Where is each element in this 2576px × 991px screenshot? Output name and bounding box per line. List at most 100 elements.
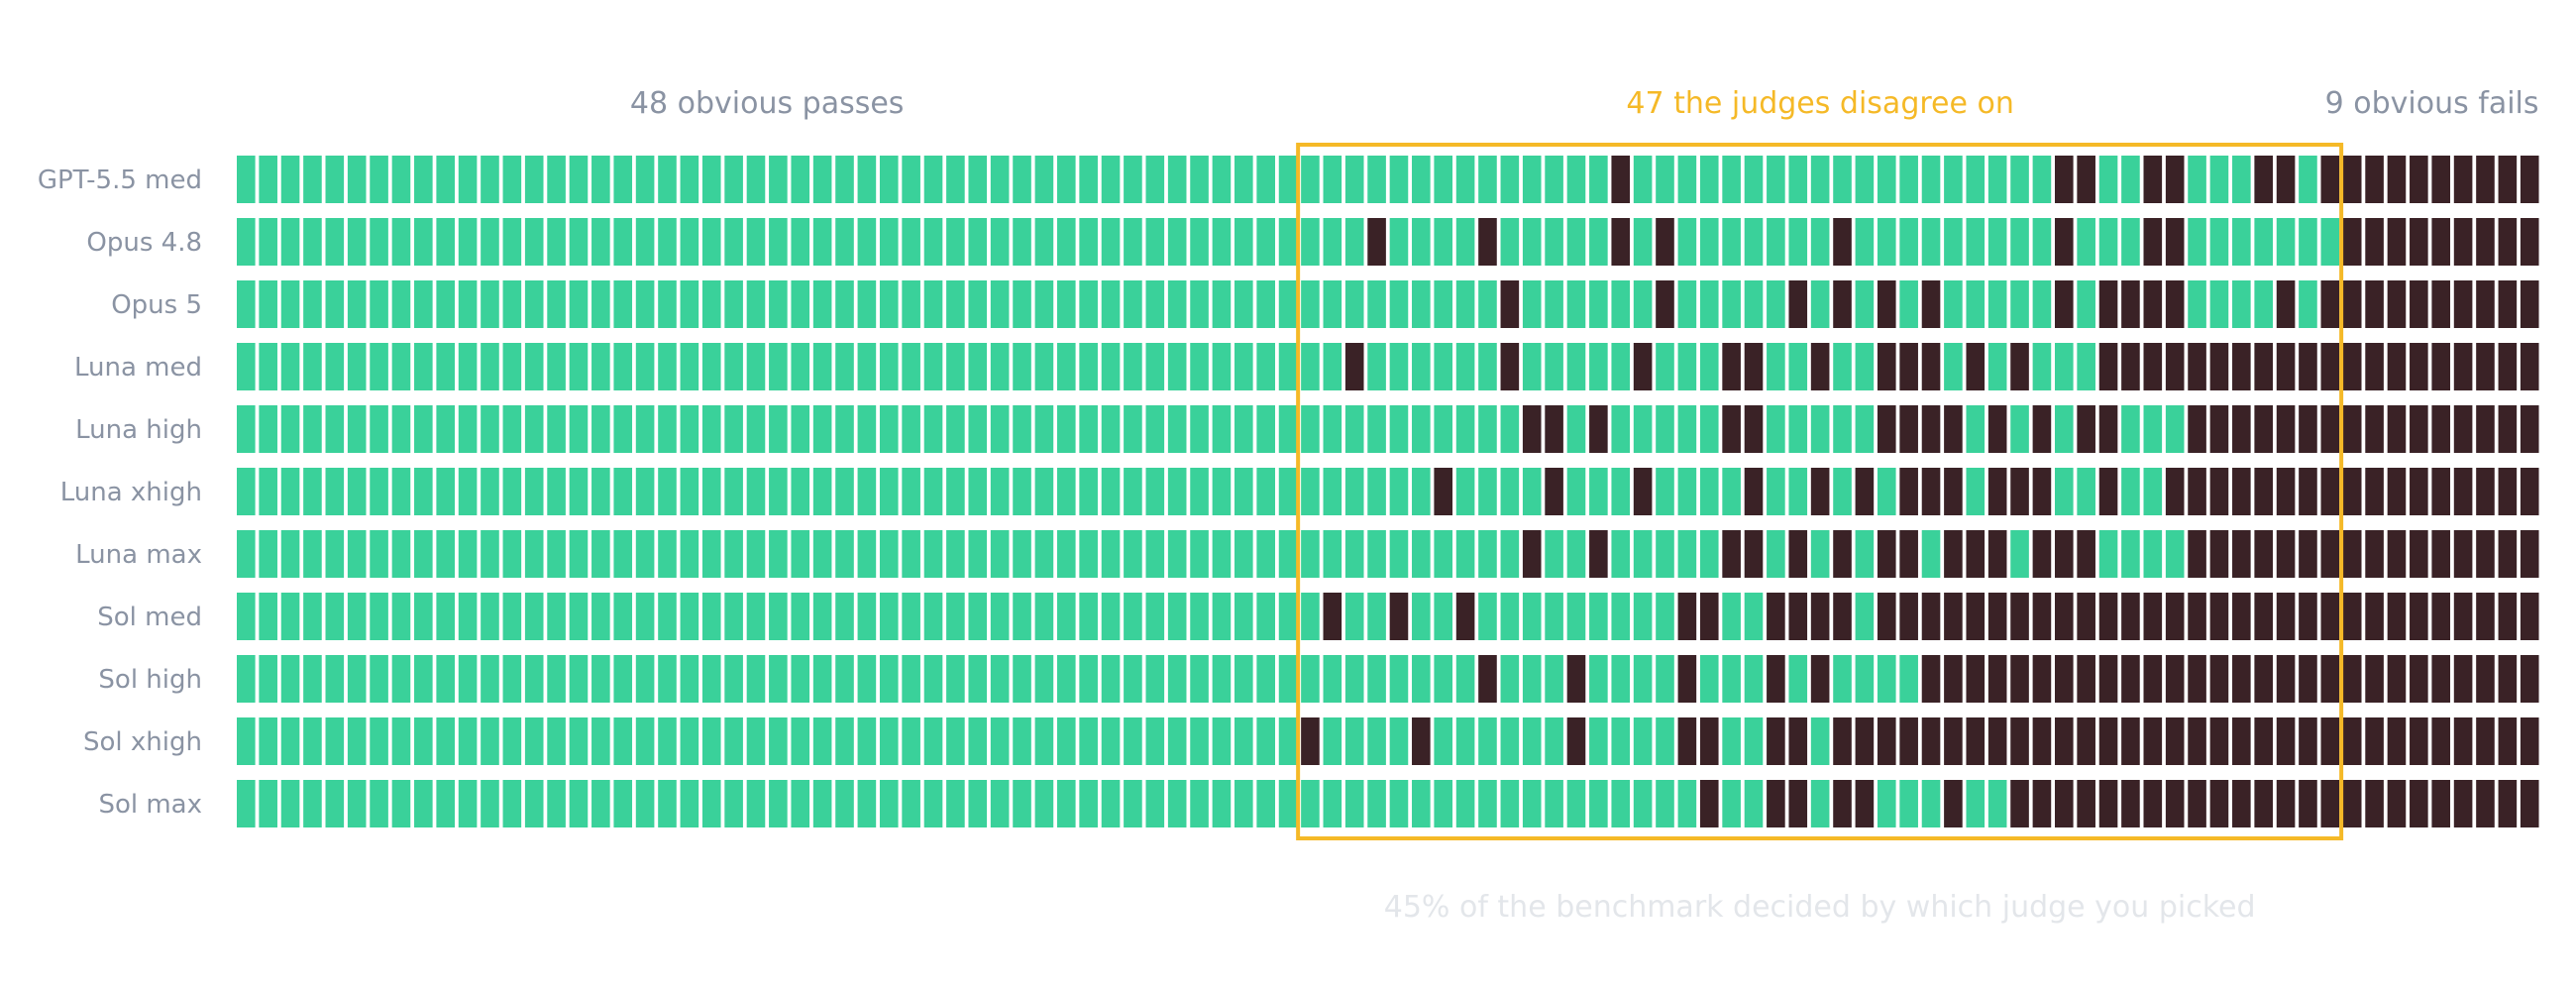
cell-pass <box>547 530 566 578</box>
cell-fail <box>2098 343 2118 390</box>
cell-pass <box>2010 280 2029 328</box>
cell-pass <box>1899 780 1918 827</box>
cell-pass <box>1124 280 1142 328</box>
cell-pass <box>569 655 589 703</box>
cell-pass <box>724 530 743 578</box>
cell-pass <box>502 156 522 203</box>
cell-pass <box>524 780 544 827</box>
cell-pass <box>502 530 522 578</box>
cell-pass <box>2077 343 2095 390</box>
cell-fail <box>1921 280 1941 328</box>
cell-pass <box>680 156 699 203</box>
cell-pass <box>1389 343 1409 390</box>
cell-pass <box>1522 780 1542 827</box>
cell-fail <box>2143 280 2163 328</box>
cell-fail <box>2055 717 2074 765</box>
cell-pass <box>1013 343 1031 390</box>
cell-pass <box>923 717 943 765</box>
cell-pass <box>259 717 277 765</box>
cell-pass <box>1079 468 1098 515</box>
cell-pass <box>1434 218 1453 266</box>
cell-pass <box>1455 280 1475 328</box>
cell-pass <box>1722 280 1741 328</box>
cell-pass <box>1101 780 1121 827</box>
cell-fail <box>2498 717 2518 765</box>
cell-fail <box>2498 280 2518 328</box>
cell-pass <box>502 717 522 765</box>
cell-pass <box>1677 468 1697 515</box>
cell-fail <box>1877 593 1896 640</box>
cell-pass <box>902 405 920 453</box>
cell-pass <box>1234 280 1253 328</box>
cell-fail <box>2098 468 2118 515</box>
cell-pass <box>2276 218 2296 266</box>
cell-pass <box>1545 593 1563 640</box>
cell-pass <box>591 280 610 328</box>
cell-pass <box>303 717 322 765</box>
cell-pass <box>414 655 433 703</box>
cell-pass <box>1367 717 1386 765</box>
cell-fail <box>2498 468 2518 515</box>
cell-fail <box>2410 593 2428 640</box>
cell-fail <box>2299 655 2317 703</box>
cell-pass <box>701 405 721 453</box>
cell-fail <box>2453 468 2473 515</box>
cell-pass <box>1301 405 1320 453</box>
cell-fail <box>2209 405 2229 453</box>
cell-pass <box>414 156 433 203</box>
cell-pass <box>502 655 522 703</box>
cell-pass <box>1633 280 1653 328</box>
cell-pass <box>569 530 589 578</box>
cell-fail <box>2232 530 2251 578</box>
cell-pass <box>1656 530 1674 578</box>
cell-fail <box>2520 405 2539 453</box>
cell-pass <box>1722 593 1741 640</box>
cell-pass <box>990 156 1010 203</box>
cell-pass <box>1034 780 1054 827</box>
cell-pass <box>658 156 677 203</box>
cell-pass <box>237 780 256 827</box>
cell-pass <box>879 717 899 765</box>
cell-fail <box>1944 405 1963 453</box>
cell-pass <box>2232 156 2251 203</box>
cell-pass <box>1056 593 1076 640</box>
cell-pass <box>569 593 589 640</box>
cell-pass <box>1611 405 1631 453</box>
cell-pass <box>1589 655 1608 703</box>
cell-fail <box>1921 655 1941 703</box>
row-label: Luna max <box>75 540 202 570</box>
cell-pass <box>1301 156 1320 203</box>
cell-pass <box>1212 218 1232 266</box>
cell-fail <box>2476 468 2495 515</box>
cell-pass <box>1566 343 1586 390</box>
cell-pass <box>1145 156 1165 203</box>
cell-pass <box>1079 717 1098 765</box>
cell-pass <box>237 717 256 765</box>
cell-fail <box>2077 780 2095 827</box>
cell-pass <box>1522 655 1542 703</box>
cell-pass <box>1323 343 1342 390</box>
cell-fail <box>1944 530 1963 578</box>
cell-pass <box>946 343 965 390</box>
cell-pass <box>524 717 544 765</box>
cell-pass <box>524 156 544 203</box>
cell-pass <box>547 218 566 266</box>
cell-pass <box>591 780 610 827</box>
cell-pass <box>502 593 522 640</box>
cell-pass <box>325 343 345 390</box>
cell-fail <box>2254 468 2273 515</box>
cell-fail <box>1810 468 1830 515</box>
cell-pass <box>1056 780 1076 827</box>
cell-pass <box>1455 218 1475 266</box>
cell-pass <box>1278 717 1298 765</box>
cell-pass <box>635 655 655 703</box>
cell-pass <box>724 343 743 390</box>
cell-pass <box>1101 405 1121 453</box>
cell-pass <box>1079 780 1098 827</box>
cell-pass <box>1056 156 1076 203</box>
cell-pass <box>1966 218 1986 266</box>
cell-pass <box>1611 468 1631 515</box>
cell-pass <box>1545 156 1563 203</box>
cell-fail <box>1966 343 1986 390</box>
cell-pass <box>2188 156 2206 203</box>
